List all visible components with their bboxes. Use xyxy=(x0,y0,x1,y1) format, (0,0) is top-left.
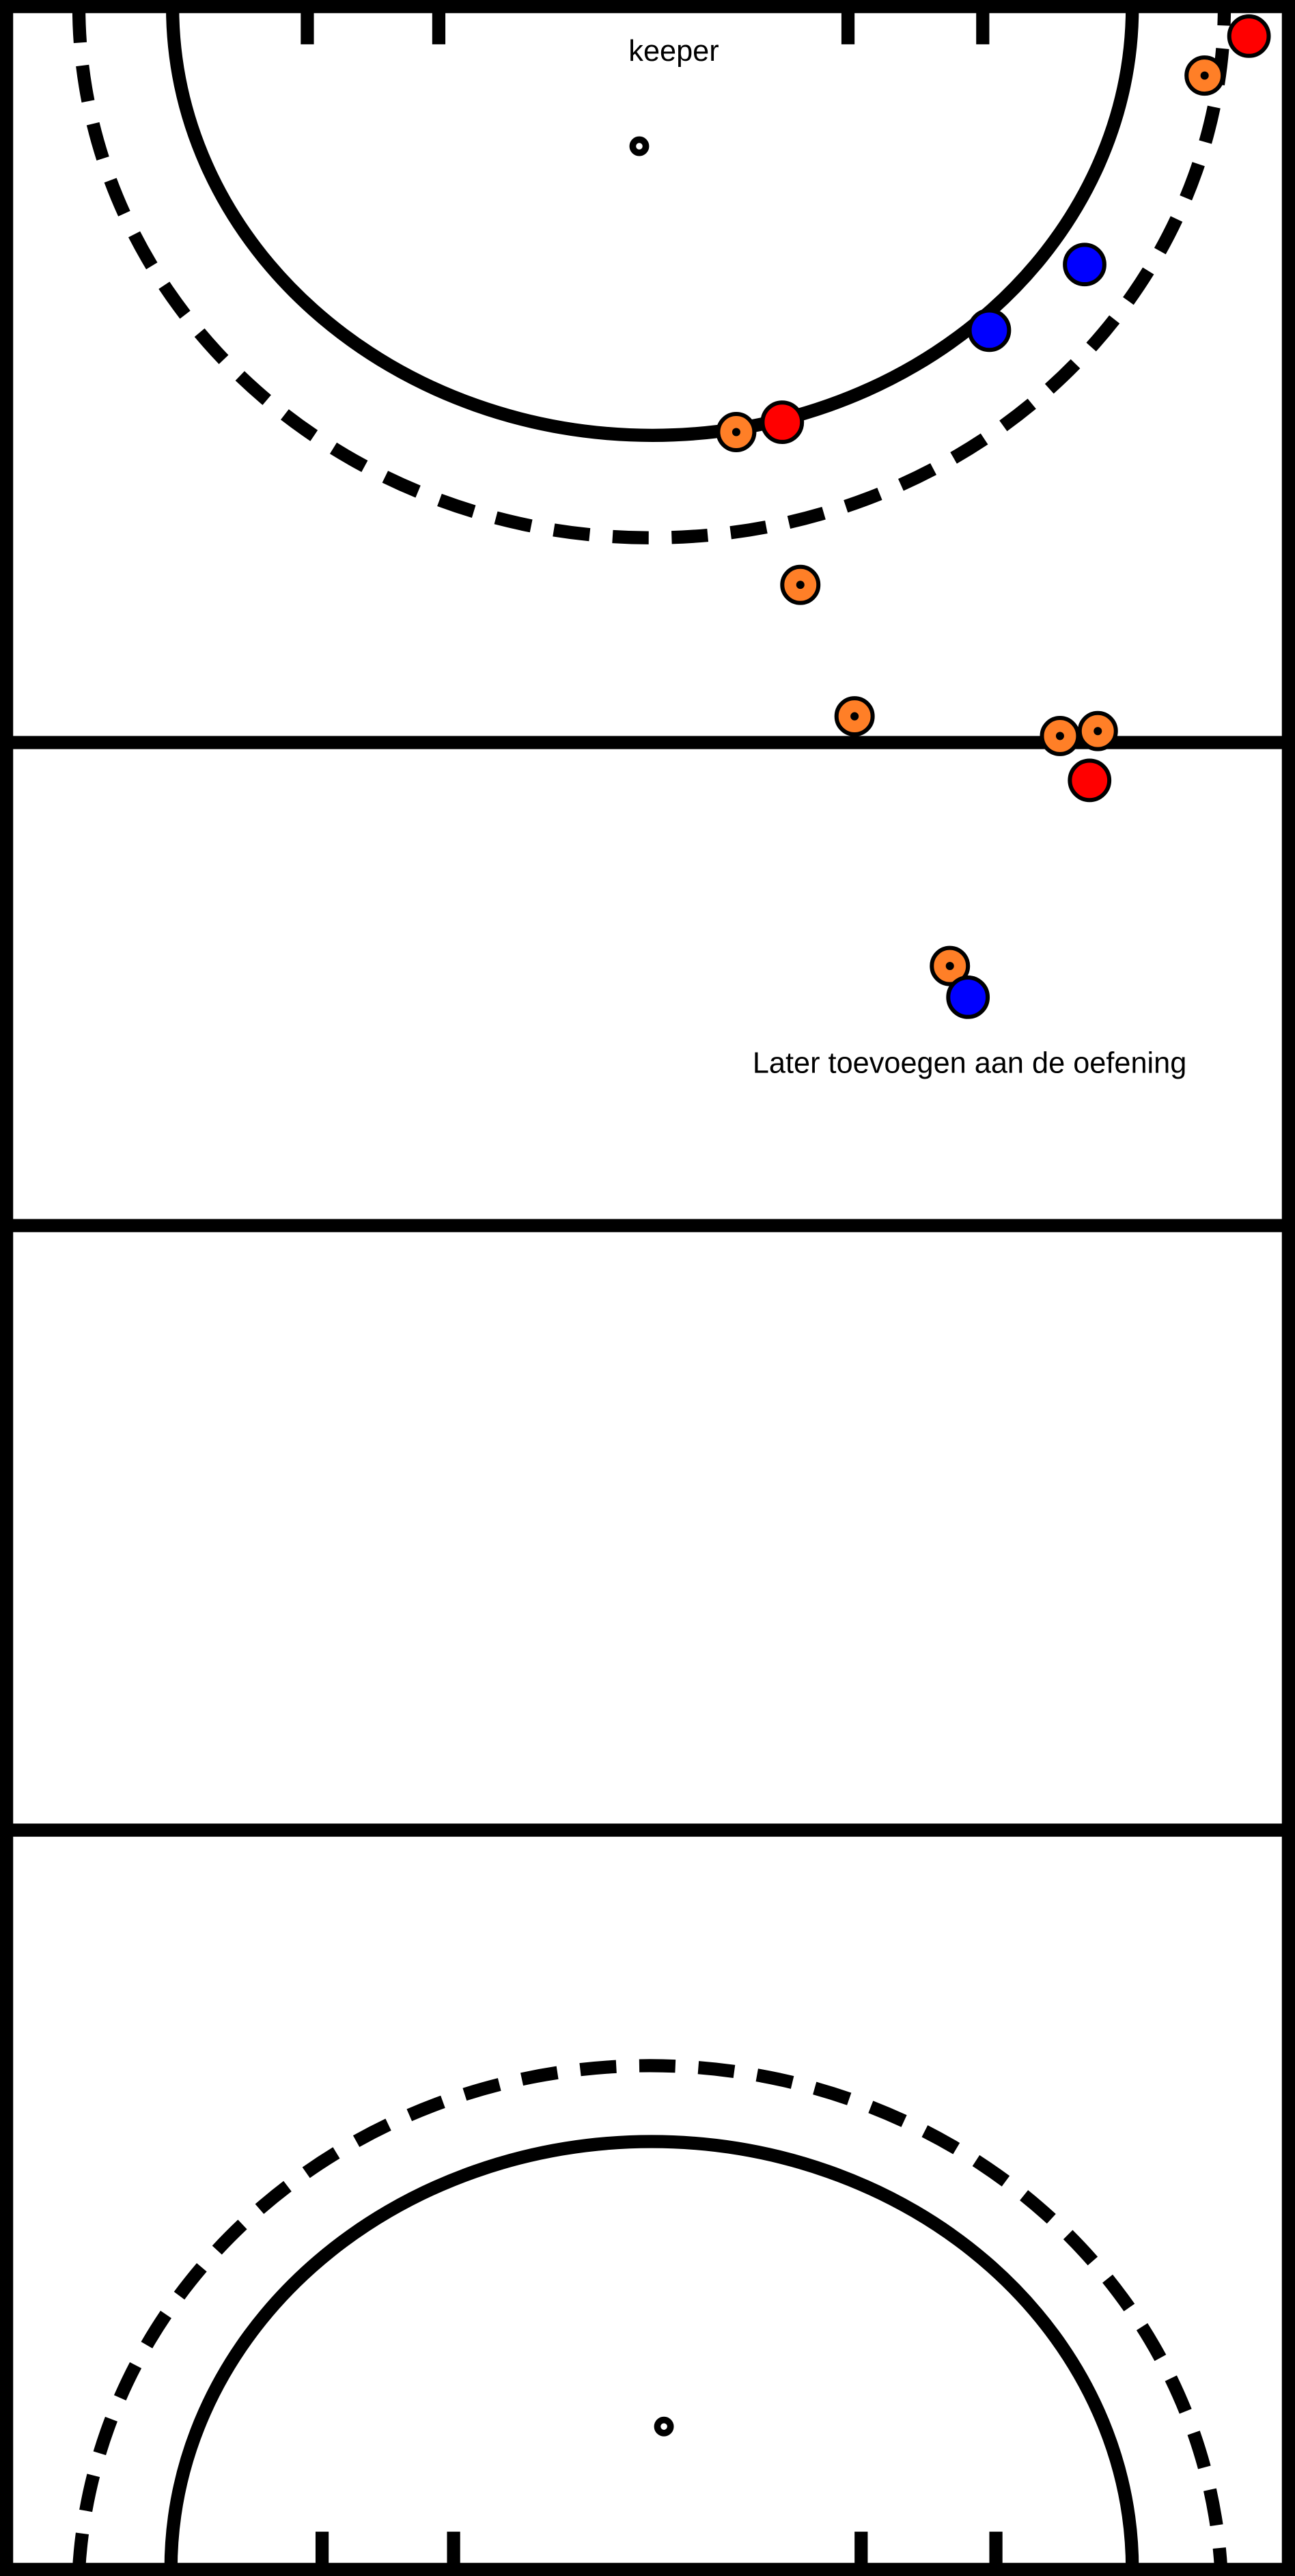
red-player-icon xyxy=(1068,758,1112,803)
blue-player-icon xyxy=(946,975,990,1019)
cone-icon xyxy=(930,945,971,986)
blue-player-icon xyxy=(1063,243,1106,287)
penalty-spot-top xyxy=(629,136,650,156)
cone-icon xyxy=(1040,715,1081,756)
keeper-label: keeper xyxy=(628,35,719,68)
goal-ticks-bottom xyxy=(315,2532,1003,2570)
red-player-icon xyxy=(760,400,805,444)
cone-icon xyxy=(716,412,757,452)
red-player-icon xyxy=(1227,14,1271,58)
blue-player-icon xyxy=(967,308,1012,352)
cone-icon xyxy=(834,696,875,737)
dashed-circle-bottom xyxy=(72,2059,1228,2570)
cone-icon xyxy=(1077,710,1118,751)
cones xyxy=(716,55,1225,986)
note-label: Later toevoegen aan de oefening xyxy=(753,1047,1186,1079)
shooting-circle-bottom xyxy=(164,2135,1139,2570)
cone-icon xyxy=(1184,55,1225,96)
goal-ticks-top xyxy=(301,6,990,44)
penalty-spot-bottom xyxy=(654,2416,674,2437)
players xyxy=(760,14,1271,1019)
cone-icon xyxy=(780,564,821,605)
dashed-circle-top xyxy=(72,6,1231,545)
shooting-circle-top xyxy=(166,6,1139,442)
